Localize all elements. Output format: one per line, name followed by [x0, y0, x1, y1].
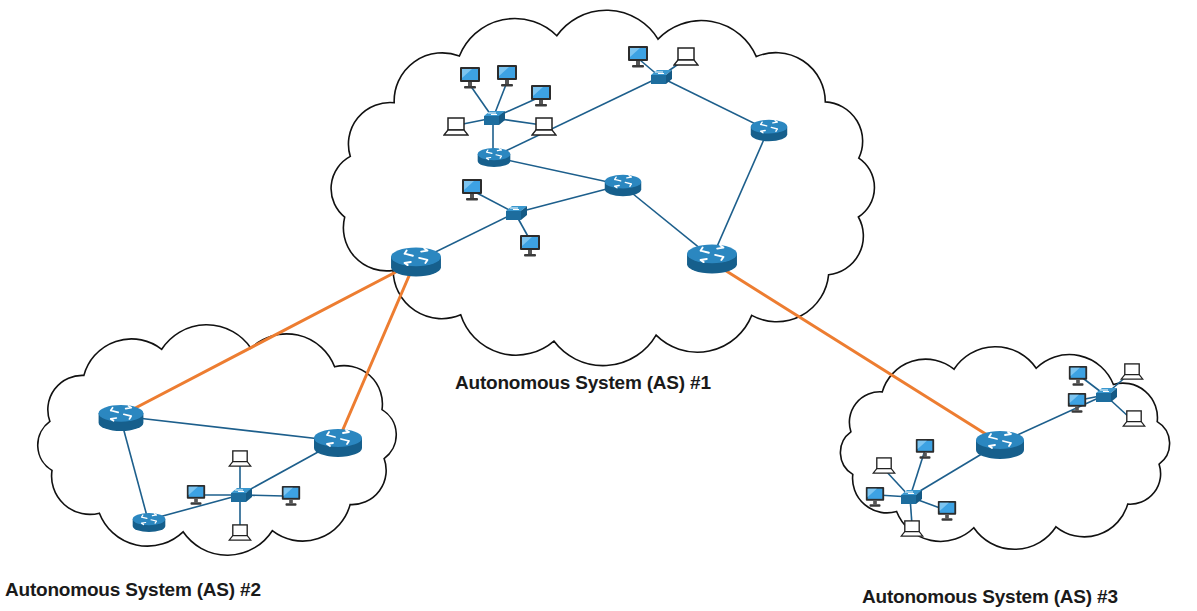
pc-icon — [282, 486, 300, 506]
pc-icon — [938, 501, 956, 521]
pc-icon — [1069, 366, 1087, 386]
cloud-outline — [14, 317, 420, 563]
inter-as-link — [712, 262, 1000, 443]
system-label: Autonomous System (AS) #3 — [862, 586, 1118, 608]
router-icon — [751, 120, 787, 141]
system-label: Autonomous System (AS) #2 — [5, 579, 261, 601]
autonomous-system-cloud: Autonomous System (AS) #2 — [0, 315, 425, 605]
router-icon — [314, 429, 362, 457]
network-links — [120, 60, 1130, 526]
cloud-outline — [818, 340, 1192, 556]
pc-icon — [531, 85, 551, 107]
router-icon — [687, 244, 737, 273]
pc-icon — [916, 439, 934, 459]
switch-icon — [651, 70, 672, 84]
pc-icon — [520, 235, 540, 257]
cloud-shape — [331, 10, 874, 365]
router-icon — [976, 431, 1024, 459]
laptop-icon — [901, 521, 923, 536]
computer-icons — [187, 46, 1145, 540]
pc-icon — [462, 179, 482, 201]
system-label: Autonomous System (AS) #1 — [455, 372, 711, 394]
router-icon — [99, 405, 144, 431]
pc-icon — [460, 67, 480, 89]
laptop-icon — [1123, 411, 1145, 426]
pc-icon — [628, 46, 648, 68]
laptop-icon — [1121, 364, 1143, 379]
switch-icon — [506, 206, 527, 220]
switch-icon — [484, 111, 505, 125]
autonomous-system-cloud: Autonomous System (AS) #1 — [300, 0, 910, 398]
laptop-icon — [444, 118, 468, 135]
autonomous-system-cloud: Autonomous System (AS) #3 — [815, 338, 1197, 610]
cloud-shape — [840, 347, 1169, 550]
switch-icons — [231, 70, 1117, 504]
pc-icon — [187, 485, 205, 505]
router-icon — [605, 175, 641, 196]
inter-as-link — [338, 262, 415, 441]
switch-icon — [231, 488, 252, 502]
laptop-icon — [873, 458, 895, 473]
router-icon — [133, 513, 166, 532]
switch-icon — [1096, 388, 1117, 402]
laptop-icon — [532, 118, 556, 135]
laptop-icon — [229, 525, 251, 540]
laptop-icon — [229, 451, 251, 466]
router-icons — [99, 120, 1024, 532]
pc-icon — [866, 487, 884, 507]
router-icon — [391, 247, 441, 276]
inter-as-link — [120, 262, 415, 416]
cloud-shape — [38, 325, 396, 555]
laptop-icon — [674, 48, 698, 65]
pc-icon — [1068, 393, 1086, 413]
router-icon — [478, 148, 511, 167]
switch-icon — [901, 490, 922, 504]
pc-icon — [497, 65, 517, 87]
cloud-outline — [312, 2, 902, 372]
